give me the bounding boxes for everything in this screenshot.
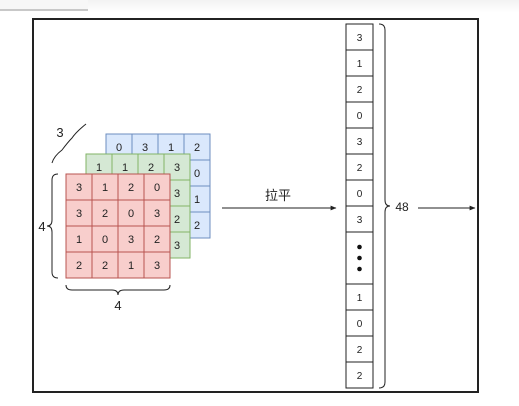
window-tab bbox=[0, 0, 88, 11]
vector-cell: 1 bbox=[357, 293, 363, 304]
back-cell: 0 bbox=[194, 168, 200, 180]
vector-length-label: 48 bbox=[395, 200, 409, 214]
vector-length-brace bbox=[378, 23, 391, 389]
vector-cell: 3 bbox=[357, 137, 363, 148]
window-top-bar bbox=[0, 0, 519, 13]
flatten-label: 拉平 bbox=[265, 188, 291, 203]
vector-cell: 2 bbox=[357, 163, 363, 174]
front-cell: 1 bbox=[102, 182, 108, 194]
mid-cell: 3 bbox=[174, 240, 180, 252]
vector-cell: 2 bbox=[357, 371, 363, 382]
depth-label: 3 bbox=[56, 125, 63, 140]
height-label: 4 bbox=[38, 219, 45, 234]
front-cell: 0 bbox=[102, 234, 108, 246]
front-layer-gridlines bbox=[66, 174, 170, 278]
mid-cell: 3 bbox=[174, 162, 180, 174]
back-cell: 1 bbox=[168, 142, 174, 154]
front-cell: 2 bbox=[102, 260, 108, 272]
front-cell: 2 bbox=[128, 182, 134, 194]
back-cell: 2 bbox=[194, 142, 200, 154]
vector-cell: 0 bbox=[357, 111, 363, 122]
front-cell: 2 bbox=[76, 260, 82, 272]
flattened-vector: 3 1 2 0 3 2 0 3 1 0 2 2 bbox=[345, 23, 374, 389]
front-cell: 3 bbox=[154, 260, 160, 272]
back-cell: 1 bbox=[194, 194, 200, 206]
width-label: 4 bbox=[114, 298, 121, 313]
vector-cell: 0 bbox=[357, 189, 363, 200]
vector-cell-dividers bbox=[346, 49, 373, 363]
diagram-frame bbox=[32, 18, 479, 393]
vector-cell: 1 bbox=[357, 59, 363, 70]
vector-cell: 3 bbox=[357, 215, 363, 226]
mid-cell: 1 bbox=[122, 162, 128, 174]
front-cell: 3 bbox=[76, 182, 82, 194]
vector-cell: 2 bbox=[357, 85, 363, 96]
front-cell: 3 bbox=[154, 208, 160, 220]
mid-cell: 2 bbox=[174, 214, 180, 226]
depth-brace bbox=[51, 123, 87, 164]
back-cell: 2 bbox=[194, 220, 200, 232]
vector-cell: 0 bbox=[357, 319, 363, 330]
mid-cell: 1 bbox=[96, 162, 102, 174]
front-cell: 1 bbox=[76, 234, 82, 246]
tensor-front-layer: 3 1 2 0 3 2 0 3 1 0 3 2 2 2 1 3 bbox=[65, 173, 171, 279]
back-cell: 3 bbox=[142, 142, 148, 154]
height-brace bbox=[46, 173, 59, 279]
back-cell: 0 bbox=[116, 142, 122, 154]
vector-ellipsis bbox=[357, 244, 362, 272]
front-cell: 0 bbox=[154, 182, 160, 194]
vector-cell: 2 bbox=[357, 345, 363, 356]
front-cell: 2 bbox=[154, 234, 160, 246]
front-cell: 3 bbox=[128, 234, 134, 246]
width-brace bbox=[65, 284, 171, 296]
mid-cell: 3 bbox=[174, 188, 180, 200]
front-cell: 3 bbox=[76, 208, 82, 220]
mid-cell: 2 bbox=[148, 162, 154, 174]
front-cell: 2 bbox=[102, 208, 108, 220]
vector-cell: 3 bbox=[357, 33, 363, 44]
front-cell: 1 bbox=[128, 260, 134, 272]
front-cell: 0 bbox=[128, 208, 134, 220]
